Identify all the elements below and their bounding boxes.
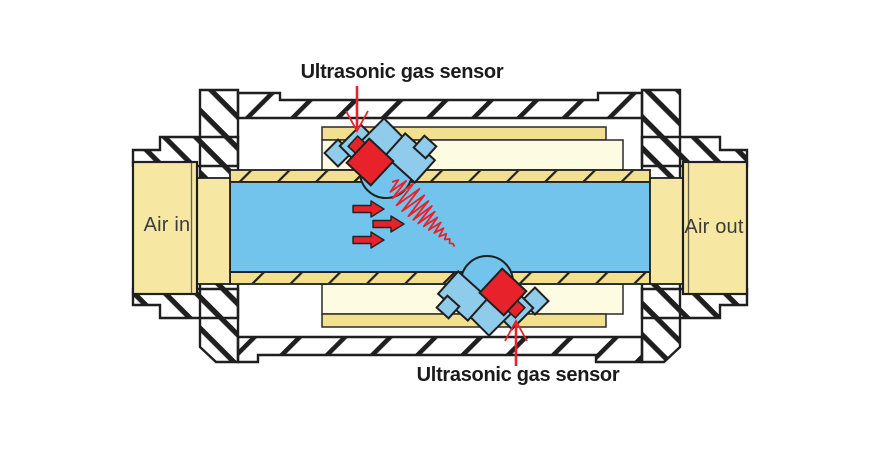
flow-arrow [352, 231, 385, 249]
leader-top [345, 86, 369, 133]
label-ultrasonic-sensor-bottom: Ultrasonic gas sensor [416, 364, 620, 386]
air-in-pipe [131, 160, 199, 296]
leader-bottom [504, 319, 528, 366]
pipe-connector-left [196, 177, 231, 285]
pipe-connector-right [649, 177, 684, 285]
label-air-in: Air in [143, 214, 191, 236]
flange-left-upper-column [198, 88, 240, 182]
air-flow-channel [229, 181, 651, 273]
flow-arrow [352, 200, 385, 218]
housing-bottom-bar [236, 335, 644, 364]
flange-right-upper-column [640, 88, 682, 182]
channel-wall-bottom-ticks [231, 273, 649, 283]
flow-arrow [372, 215, 405, 233]
label-ultrasonic-sensor-top: Ultrasonic gas sensor [300, 61, 504, 83]
air-out-pipe [681, 160, 749, 296]
flow-arrows [352, 200, 405, 249]
flange-right-lower-column [640, 278, 682, 364]
housing-top-bar [236, 91, 644, 120]
ultrasonic-wave [389, 179, 456, 248]
leader-arrowhead-bottom [504, 319, 528, 342]
label-air-out: Air out [684, 216, 744, 238]
channel-wall-top-ticks [231, 171, 649, 181]
flange-left-lower-column [198, 278, 240, 364]
leader-arrowhead-top [345, 110, 369, 133]
